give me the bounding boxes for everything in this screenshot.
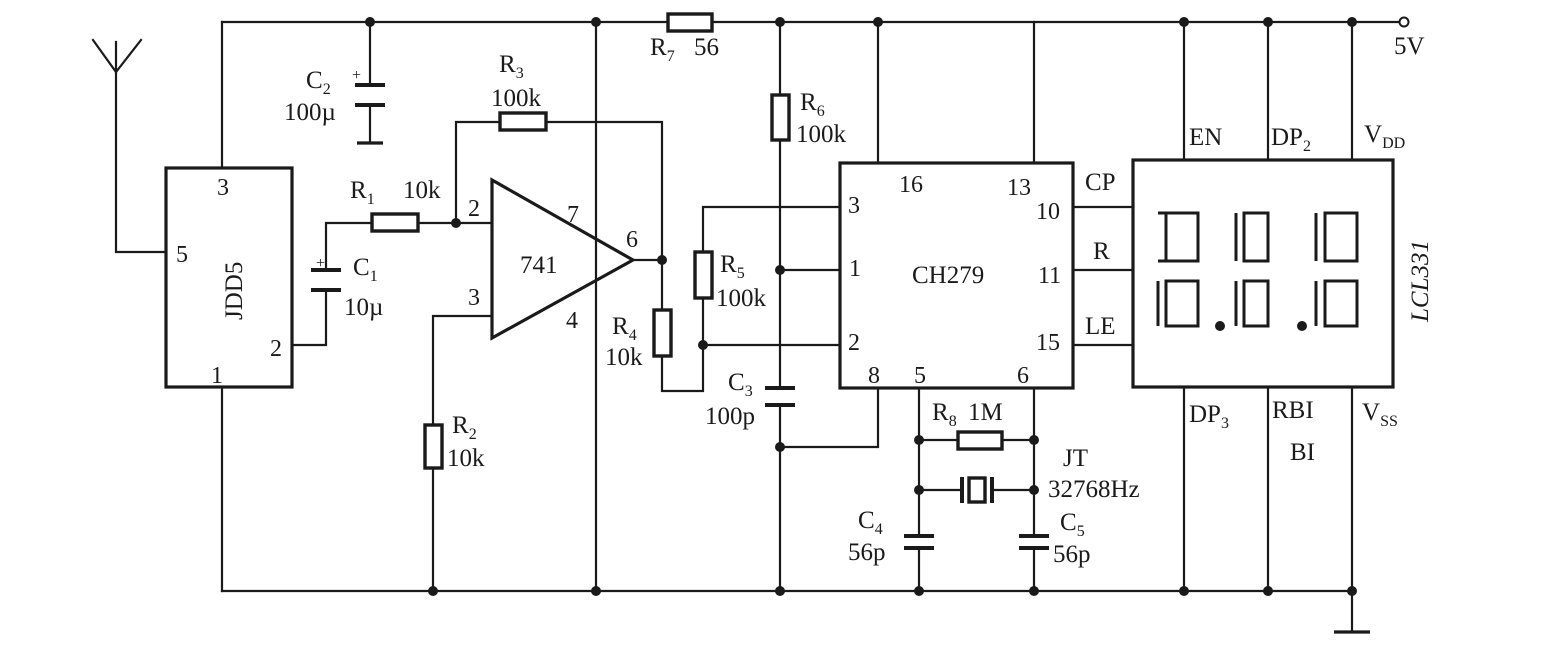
antenna-symbol: [91, 38, 143, 74]
display-decimal-point-1: [1215, 321, 1225, 331]
resistor-r1: R1 10k: [350, 177, 441, 233]
c2-ref: C2: [306, 67, 331, 98]
resistor-r8: R8 1M: [932, 399, 1004, 451]
display-pin-cp: CP: [1085, 169, 1116, 196]
ch279-pin-6: 6: [1017, 363, 1029, 389]
r2-ref: R2: [452, 412, 477, 443]
r4-ref: R4: [612, 313, 637, 344]
display-pin-le: LE: [1085, 313, 1116, 340]
opamp-pin-4: 4: [566, 308, 578, 334]
r7-value: 56: [694, 34, 719, 61]
display-pin-dp3: DP3: [1189, 401, 1229, 432]
display-pin-rbi: RBI: [1272, 397, 1314, 424]
display-digit-1: [1156, 211, 1200, 328]
opamp-pin-7: 7: [567, 202, 579, 228]
jt-ref: JT: [1063, 445, 1088, 472]
r7-ref: R7: [650, 34, 675, 65]
opamp-741: 741 2 3 7 4 6: [468, 177, 638, 341]
ch279-pin-16: 16: [899, 172, 923, 198]
junction-dots: [365, 17, 1357, 596]
r1-ref: R1: [350, 177, 375, 208]
jdd5-pin-5: 5: [176, 242, 188, 268]
display-name: LCL331: [1407, 240, 1434, 323]
c4-ref: C4: [858, 507, 883, 538]
display-pin-en: EN: [1189, 124, 1222, 151]
c5-ref: C5: [1060, 509, 1085, 540]
c2-polarity: +: [352, 67, 361, 84]
ch279-chip: CH279 16 13 3 1 2 8 5 6 10 11 15: [838, 161, 1075, 390]
resistor-r4: R4 10k: [605, 308, 673, 371]
opamp-pin-3: 3: [468, 285, 480, 311]
display-digit-2: [1234, 211, 1270, 328]
r4-value: 10k: [605, 344, 643, 371]
c3-ref: C3: [728, 369, 753, 400]
resistor-r2: R2 10k: [423, 412, 485, 472]
display-pin-bi: BI: [1290, 439, 1315, 466]
capacitor-c2: + C2 100µ: [284, 67, 385, 145]
c5-value: 56p: [1053, 541, 1091, 568]
ch279-pin-15: 15: [1036, 330, 1060, 356]
jdd5-pin-3: 3: [217, 175, 229, 201]
c1-ref: C1: [353, 254, 378, 285]
opamp-name: 741: [520, 252, 558, 279]
capacitor-c5: C5 56p: [1019, 509, 1091, 568]
opamp-pin-2: 2: [468, 196, 480, 222]
c2-value: 100µ: [284, 99, 336, 126]
c4-value: 56p: [848, 539, 886, 566]
jdd5-pin-1: 1: [211, 363, 223, 389]
resistor-r6: R6 100k: [770, 89, 847, 148]
lcl331-display: LCL331 EN DP2 VDD CP R LE DP3 RBI VSS BI: [1085, 121, 1434, 466]
r6-ref: R6: [800, 89, 825, 120]
r2-value: 10k: [447, 445, 485, 472]
jdd5-pin-2: 2: [270, 336, 282, 362]
display-pin-vdd: VDD: [1364, 121, 1405, 152]
capacitor-c4: C4 56p: [848, 507, 934, 566]
jt-value: 32768Hz: [1048, 476, 1140, 503]
ch279-pin-13: 13: [1007, 175, 1031, 201]
opamp-pin-6: 6: [626, 227, 638, 253]
ch279-pin-10: 10: [1036, 199, 1060, 225]
r8-ref: R8: [932, 399, 957, 430]
r1-value: 10k: [403, 177, 441, 204]
r3-ref: R3: [499, 51, 524, 82]
capacitor-c1: + C1 10µ: [311, 254, 383, 321]
ch279-pin-8: 8: [868, 363, 880, 389]
c1-value: 10µ: [344, 294, 383, 321]
r6-value: 100k: [796, 121, 847, 148]
r8-value: 1M: [968, 399, 1003, 426]
ch279-pin-2: 2: [848, 330, 860, 356]
ch279-pin-1: 1: [849, 256, 861, 282]
display-decimal-point-2: [1297, 321, 1307, 331]
display-pin-vss: VSS: [1362, 399, 1398, 430]
ch279-name: CH279: [912, 262, 984, 289]
resistor-r5: R5 100k: [693, 250, 767, 312]
wires: [114, 20, 1402, 634]
display-pin-dp2: DP2: [1271, 124, 1311, 155]
resistor-r3: R3 100k: [491, 51, 548, 132]
r5-ref: R5: [720, 251, 745, 282]
ch279-pin-5: 5: [914, 363, 926, 389]
capacitor-c3: C3 100p: [705, 369, 795, 430]
jdd5-name: JDD5: [221, 262, 248, 320]
crystal-jt: JT 32768Hz: [960, 445, 1140, 504]
supply-label: 5V: [1394, 33, 1425, 60]
jdd5-module: JDD5 3 5 2 1: [164, 166, 294, 389]
resistor-r7: R7 56: [650, 12, 719, 65]
r5-value: 100k: [716, 285, 767, 312]
c1-polarity: +: [316, 255, 325, 272]
c3-value: 100p: [705, 403, 755, 430]
display-pin-r: R: [1093, 238, 1110, 265]
supply-terminal: 5V: [1394, 16, 1425, 60]
ch279-pin-11: 11: [1038, 263, 1061, 289]
ch279-pin-3: 3: [848, 193, 860, 219]
display-digit-3: [1314, 211, 1359, 328]
r3-value: 100k: [491, 85, 542, 112]
